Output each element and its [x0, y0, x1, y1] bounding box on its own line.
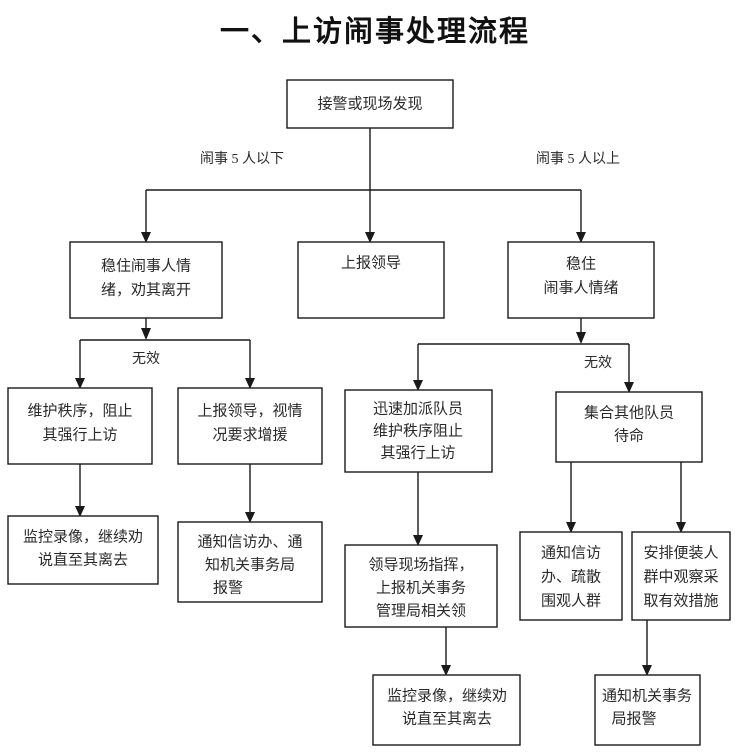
node-intake[interactable]: 接警或现场发现 [286, 79, 454, 129]
arrow-n0-n1 [141, 232, 151, 243]
arrow-n10-n13 [441, 665, 451, 676]
node-report-request-backup[interactable]: 上报领导，视情 况要求增援 [177, 387, 323, 465]
node-record-persuade-left[interactable]: 监控录像，继续劝 说直至其离去 [7, 515, 159, 585]
node-box [7, 515, 159, 585]
node-label-line: 况要求增援 [212, 426, 287, 443]
node-box [297, 241, 445, 319]
page-title: 一、上访闹事处理流程 [219, 16, 530, 48]
node-box [7, 387, 153, 465]
arrow-n0-n3 [576, 232, 586, 243]
node-calm-large-group[interactable]: 稳住 闹事人情绪 [507, 241, 655, 319]
arrow-n5-n9 [245, 512, 255, 523]
node-box [594, 674, 701, 746]
node-label-line: 上报领导 [341, 254, 401, 271]
node-label-line: 绪，劝其离开 [101, 281, 191, 298]
node-box [344, 544, 498, 628]
node-box [177, 521, 323, 603]
arrow-n1-n5 [245, 378, 255, 389]
node-label-line: 上报机关事务 [376, 579, 466, 596]
arrow-n7-n11 [566, 522, 576, 533]
node-box [519, 531, 623, 621]
node-calm-small-group[interactable]: 稳住闹事人情 绪，劝其离开 [69, 241, 223, 319]
node-label-line: 办、疏散 [541, 568, 601, 585]
node-label-line: 监控录像，继续劝 [387, 687, 507, 704]
arrow-n1-trunk [141, 328, 151, 340]
arrow-n0-n2 [365, 232, 375, 243]
edge-label-invalid-left: 无效 [132, 351, 160, 367]
node-assemble-standby[interactable]: 集合其他队员 待命 [555, 391, 703, 463]
node-box [177, 387, 323, 465]
node-label-line: 通知信访 [541, 544, 601, 561]
node-label-line: 说直至其离去 [38, 551, 128, 568]
node-label-line: 闹事人情绪 [543, 279, 618, 296]
node-label-line: 局报警 [611, 710, 656, 727]
node-label-line: 稳住闹事人情 [101, 257, 191, 274]
node-record-persuade-middle[interactable]: 监控录像，继续劝 说直至其离去 [372, 674, 521, 746]
node-notify-affairs-bureau-police[interactable]: 通知机关事务 局报警 [594, 674, 701, 746]
arrow-n1-n4 [75, 378, 85, 389]
node-label-line: 说直至其离去 [402, 710, 492, 727]
node-box [344, 389, 493, 473]
edge-group [75, 128, 686, 676]
node-label-line: 迅速加派队员 [373, 400, 463, 417]
node-box [507, 241, 655, 319]
arrow-n6-n10 [413, 535, 423, 546]
node-label-line: 待命 [614, 426, 644, 444]
edge-label-group: 闹事 5 人以下 闹事 5 人以上 无效 无效 [132, 151, 620, 371]
arrow-n12-n14 [642, 665, 652, 676]
node-maintain-order[interactable]: 维护秩序，阻止 其强行上访 [7, 387, 153, 465]
node-leader-on-scene-command[interactable]: 领导现场指挥， 上报机关事务 管理局相关领 [344, 544, 498, 628]
node-label-line: 群中观察采 [643, 567, 718, 585]
node-label-line: 维护秩序，阻止 [27, 402, 132, 419]
node-report-leader[interactable]: 上报领导 [297, 241, 445, 319]
node-box [631, 531, 731, 621]
node-label-line: 报警 [213, 579, 243, 596]
node-label-line: 安排便装人 [643, 544, 718, 561]
edge-label-invalid-right: 无效 [584, 355, 612, 371]
node-label-line: 通知信访办、通 [197, 533, 302, 550]
node-label-line: 接警或现场发现 [317, 95, 422, 112]
node-box [286, 79, 454, 129]
arrow-n7-n12 [676, 522, 686, 533]
node-label-line: 维护秩序阻止 [373, 422, 463, 439]
node-box [555, 391, 703, 463]
arrow-n3-n7 [624, 382, 634, 393]
node-notify-disperse-crowd[interactable]: 通知信访 办、疏散 围观人群 [519, 531, 623, 621]
edge-label-over-5: 闹事 5 人以上 [536, 151, 620, 167]
arrow-n4-n8 [75, 506, 85, 517]
node-label-line: 其强行上访 [380, 444, 455, 461]
node-label-line: 管理局相关领 [376, 602, 466, 619]
arrow-n3-n6 [413, 380, 423, 391]
node-label-line: 稳住 [566, 255, 596, 272]
node-dispatch-more-officers[interactable]: 迅速加派队员 维护秩序阻止 其强行上访 [344, 389, 493, 473]
node-box [69, 241, 223, 319]
node-label-line: 领导现场指挥， [368, 556, 473, 573]
node-label-line: 其强行上访 [42, 426, 117, 443]
node-label-line: 集合其他队员 [584, 404, 674, 421]
node-label-line: 通知机关事务 [602, 687, 692, 704]
node-label-line: 取有效措施 [643, 592, 718, 609]
edge-label-under-5: 闹事 5 人以下 [200, 151, 284, 167]
node-notify-petition-office[interactable]: 通知信访办、通 知机关事务局 报警 [177, 521, 323, 603]
arrow-n3-trunk [576, 332, 586, 344]
node-label-line: 监控录像，继续劝 [23, 528, 143, 545]
node-label-line: 上报领导，视情 [197, 402, 302, 419]
node-label-line: 围观人群 [541, 592, 601, 609]
node-box [372, 674, 521, 746]
node-label-line: 知机关事务局 [205, 556, 295, 573]
node-plainclothes-observation[interactable]: 安排便装人 群中观察采 取有效措施 [631, 531, 731, 621]
